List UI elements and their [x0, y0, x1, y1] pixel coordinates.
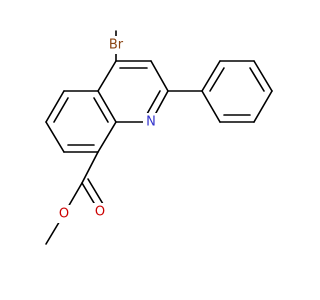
bond-c5-c6: [45, 90, 65, 123]
bond-ph1-ph2: [201, 60, 221, 92]
bond-carbonyl-o-double-b: [87, 178, 104, 205]
carbonyl-oxygen-label: O: [95, 205, 105, 220]
bond-ph4-ph5: [253, 90, 273, 123]
bond-layer: [45, 30, 273, 245]
carbonyl-oxygen-atom: O: [92, 203, 108, 221]
bond-ph6-ph1: [201, 90, 221, 123]
bond-c5-c6-inner: [53, 97, 69, 123]
bond-c2-n1-inner: [146, 90, 161, 115]
bond-c8-c8a: [97, 121, 117, 153]
nitrogen-label: N: [146, 115, 156, 130]
atom-label-layer: Br N O O: [56, 36, 159, 223]
bond-c6-c7: [45, 121, 65, 153]
bond-ph3-ph4-inner: [249, 67, 265, 92]
bond-c8-carbonyl: [81, 151, 99, 184]
ring-nitrogen-atom: N: [143, 113, 159, 131]
bond-c8a-c4a: [97, 90, 117, 123]
ester-oxygen-atom: O: [56, 205, 72, 223]
ester-oxygen-label: O: [59, 207, 69, 222]
bond-ph3-ph4: [253, 60, 273, 92]
structure-canvas: Br N O O: [45, 30, 273, 245]
bond-ph1-ph2-inner: [209, 67, 225, 92]
bromine-atom: Br: [104, 36, 128, 54]
bond-c8a-c4a-inner: [93, 97, 109, 123]
bond-c3-c2: [150, 60, 169, 92]
bromine-label: Br: [109, 38, 124, 53]
molecule-structure: Br N O O: [45, 30, 273, 245]
bond-c4a-c4: [97, 60, 117, 92]
